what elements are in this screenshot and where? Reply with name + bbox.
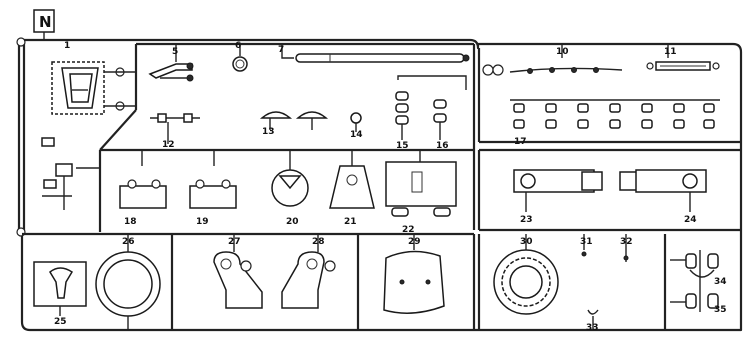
part-number-21: 21	[344, 217, 357, 227]
part-26-ring: 26	[95, 234, 161, 330]
part-18-block: 18	[119, 150, 167, 227]
part-31-pin: 31	[580, 234, 593, 257]
part-number-1: 1	[64, 41, 70, 51]
part-number-11: 11	[664, 47, 677, 57]
sprue-letter: N	[39, 13, 52, 31]
part-17-pegs: 17	[510, 99, 720, 147]
part-number-32: 32	[620, 237, 633, 247]
part-19-block: 19	[189, 150, 237, 227]
part-number-17: 17	[514, 137, 527, 147]
part-20-disc: 20	[271, 150, 309, 227]
part-number-28: 28	[312, 237, 325, 247]
part-1-plate: 1	[51, 41, 136, 115]
part-number-26: 26	[122, 237, 135, 247]
part-25-tpiece: 25	[33, 261, 87, 327]
part-number-22: 22	[402, 225, 415, 235]
part-34-35-frames: 34 35	[670, 250, 727, 315]
part-number-24: 24	[684, 215, 697, 225]
part-number-18: 18	[124, 217, 137, 227]
part-32-pin: 32	[620, 234, 633, 262]
part-number-12: 12	[162, 140, 175, 150]
part-number-15: 15	[396, 141, 409, 151]
part-33-clip: 33	[586, 309, 599, 333]
part-23-tube: 23	[513, 169, 603, 225]
part-10-chain: 10	[482, 44, 623, 76]
part-number-19: 19	[196, 217, 209, 227]
part-14-ring: 14	[350, 112, 363, 140]
part-7-rod: 7	[278, 44, 470, 63]
left-runner	[16, 37, 26, 237]
part-number-10: 10	[556, 47, 569, 57]
part-6-ring: 6	[232, 41, 248, 72]
part-29-shield: 29	[383, 234, 445, 314]
left-small-brackets	[41, 137, 100, 210]
part-24-tube: 24	[619, 169, 707, 225]
part-number-31: 31	[580, 237, 593, 247]
part-27-arm: 27	[213, 234, 263, 309]
part-5-lever: 5	[148, 44, 194, 82]
part-12-pins: 12	[150, 113, 200, 150]
part-22-plate: 22	[385, 150, 457, 235]
part-number-30: 30	[520, 237, 533, 247]
part-number-5: 5	[172, 47, 178, 57]
part-15-16-brackets: 15 16	[395, 75, 467, 151]
part-number-25: 25	[54, 317, 67, 327]
part-number-7: 7	[278, 45, 284, 55]
part-number-29: 29	[408, 237, 421, 247]
part-number-13: 13	[262, 127, 275, 137]
sprue-inner-runners	[22, 42, 741, 330]
part-number-16: 16	[436, 141, 449, 151]
sprue-outer-frame	[20, 38, 743, 332]
part-number-20: 20	[286, 217, 299, 227]
part-number-33: 33	[586, 323, 599, 333]
part-number-23: 23	[520, 215, 533, 225]
part-28-arm: 28	[281, 234, 336, 309]
part-number-35: 35	[714, 305, 727, 315]
part-11-bar: 11	[646, 44, 720, 71]
part-13-caps: 13	[259, 111, 329, 137]
part-30-wheel: 30	[493, 234, 559, 315]
part-number-14: 14	[350, 130, 363, 140]
part-number-27: 27	[228, 237, 241, 247]
peg-row	[513, 103, 715, 129]
part-number-34: 34	[714, 277, 727, 287]
part-21-bracket: 21	[329, 150, 375, 227]
sprue-letter-tag: N	[33, 9, 55, 40]
part-number-6: 6	[235, 41, 241, 51]
